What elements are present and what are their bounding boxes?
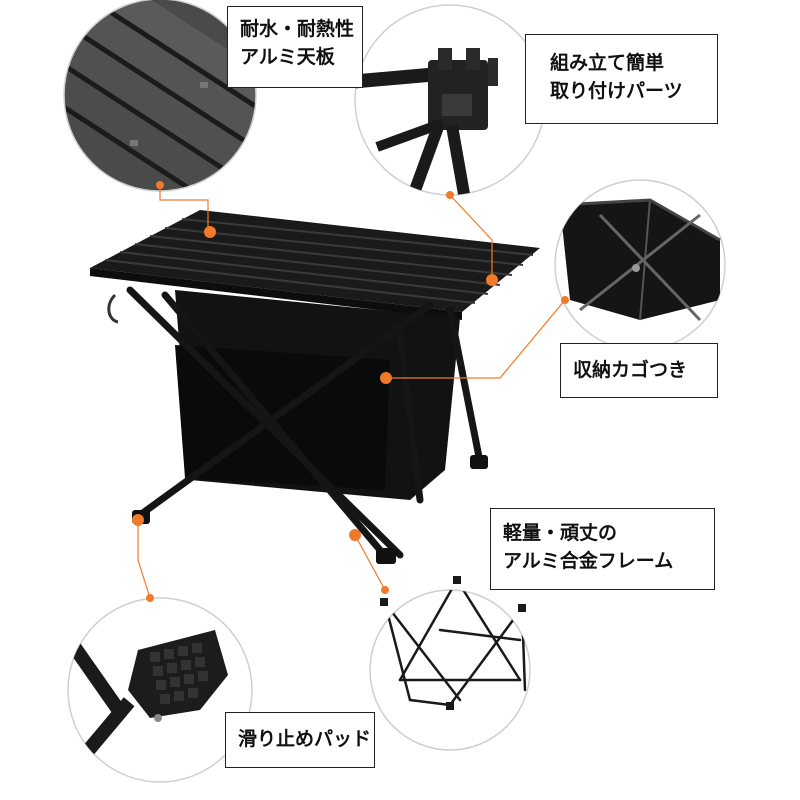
frame-callout-line-1: 軽量・頑丈の	[503, 522, 618, 544]
tabletop-callout-label: 耐水・耐熱性 アルミ天板	[227, 6, 363, 88]
parts-callout-line-2: 取り付けパーツ	[550, 80, 683, 102]
folding-table-product	[90, 210, 540, 564]
folding-frame-diagram-icon	[369, 576, 531, 751]
callout-connectors	[137, 185, 566, 599]
basket-callout-label: 収納カゴつき	[560, 343, 718, 398]
tabletop-callout-line-2: アルミ天板	[240, 46, 335, 68]
pad-callout-line-1: 滑り止めパッド	[238, 728, 372, 750]
tabletop-callout-line-1: 耐水・耐熱性	[240, 18, 355, 40]
connector-parts-icon	[354, 4, 546, 196]
storage-basket-icon	[554, 179, 726, 351]
callout-dots	[132, 181, 569, 602]
rubber-foot-icon	[67, 597, 253, 783]
frame-callout-label: 軽量・頑丈の アルミ合金フレーム	[490, 508, 715, 590]
basket-callout-line-1: 収納カゴつき	[573, 359, 688, 381]
parts-callout-label: 組み立て簡単 取り付けパーツ	[525, 34, 718, 124]
frame-callout-line-2: アルミ合金フレーム	[503, 550, 674, 572]
pad-callout-label: 滑り止めパッド	[225, 712, 375, 768]
parts-callout-line-1: 組み立て簡単	[550, 52, 665, 74]
tabletop-closeup-icon	[63, 0, 257, 192]
